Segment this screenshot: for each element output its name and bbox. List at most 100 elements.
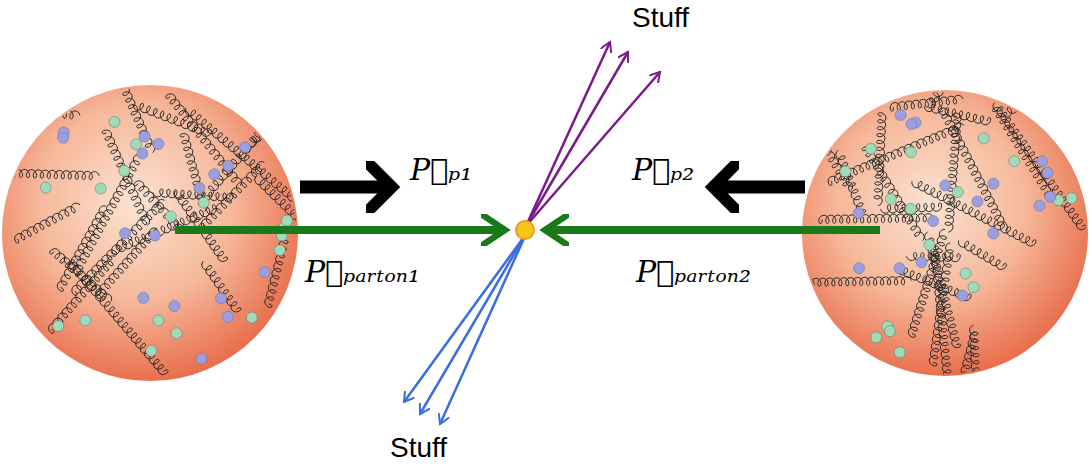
quark-dot bbox=[120, 228, 131, 239]
momentum-label: P⃗ₚ₂ bbox=[632, 150, 694, 190]
proton-interior bbox=[0, 40, 364, 374]
quark-dot bbox=[259, 267, 270, 278]
quark-dot bbox=[222, 311, 233, 322]
quark-dot bbox=[53, 320, 64, 331]
gluon-line bbox=[786, 85, 853, 191]
quark-dot bbox=[40, 182, 51, 193]
outgoing-particle bbox=[440, 234, 526, 424]
gluon-line bbox=[828, 123, 964, 185]
quark-dot bbox=[240, 142, 251, 153]
gluon-line bbox=[874, 113, 886, 206]
collision-point bbox=[516, 221, 534, 239]
quark-dot bbox=[952, 187, 963, 198]
quark-dot bbox=[960, 268, 971, 279]
outgoing-label: Stuff bbox=[390, 432, 447, 464]
parton-momentum-arrow bbox=[175, 226, 505, 234]
gluon-line bbox=[836, 150, 866, 213]
gluon-line bbox=[993, 103, 1086, 230]
quark-dot bbox=[80, 315, 91, 326]
quark-dot bbox=[165, 211, 176, 222]
quark-dot bbox=[196, 353, 207, 364]
gluon-line bbox=[64, 256, 167, 374]
quark-dot bbox=[95, 183, 106, 194]
quark-dot bbox=[109, 116, 120, 127]
gluon-line bbox=[0, 168, 99, 180]
quark-dot bbox=[1045, 191, 1056, 202]
quark-dot bbox=[865, 143, 876, 154]
quark-dot bbox=[988, 228, 999, 239]
gluon-line bbox=[958, 241, 1006, 270]
quark-dot bbox=[972, 196, 983, 207]
gluon-line bbox=[202, 261, 241, 312]
quark-dot bbox=[1042, 167, 1053, 178]
quark-dot bbox=[119, 165, 130, 176]
outgoing-particle bbox=[404, 234, 526, 402]
quark-dot bbox=[1009, 156, 1020, 167]
proton-momentum-arrow bbox=[713, 181, 805, 194]
gluon-line bbox=[993, 108, 1059, 207]
outgoing-particle bbox=[526, 72, 660, 226]
quark-dot bbox=[906, 119, 917, 130]
gluon-line bbox=[930, 240, 953, 394]
quark-dot bbox=[988, 178, 999, 189]
quark-dot bbox=[924, 239, 935, 250]
momentum-label: P⃗ₚₐᵣₜₒₙ₂ bbox=[636, 252, 751, 292]
proton-momentum-arrow bbox=[300, 181, 392, 194]
gluon-line bbox=[890, 95, 963, 111]
gluon-line bbox=[100, 40, 155, 153]
quark-dot bbox=[1034, 200, 1045, 211]
gluon-line bbox=[928, 0, 1021, 108]
quark-dot bbox=[223, 160, 234, 171]
gluon-line bbox=[924, 104, 991, 125]
quark-dot bbox=[138, 292, 149, 303]
quark-dot bbox=[169, 301, 180, 312]
quark-dot bbox=[895, 110, 906, 121]
quark-dot bbox=[153, 315, 164, 326]
momentum-label: P⃗ₚₐᵣₜₒₙ₁ bbox=[305, 252, 420, 292]
quark-dot bbox=[885, 326, 896, 337]
quark-dot bbox=[216, 293, 227, 304]
gluon-line bbox=[9, 105, 80, 119]
quark-dot bbox=[282, 215, 293, 226]
quark-dot bbox=[894, 347, 905, 358]
quark-dot bbox=[916, 257, 927, 268]
gluon-line bbox=[57, 206, 105, 291]
quark-dot bbox=[840, 166, 851, 177]
gluon-line bbox=[186, 108, 298, 201]
quark-dot bbox=[957, 290, 968, 301]
outgoing-label: Stuff bbox=[632, 2, 689, 34]
quark-dot bbox=[1066, 193, 1077, 204]
gluon-line bbox=[96, 228, 157, 299]
gluon-line bbox=[804, 277, 912, 287]
quark-dot bbox=[149, 230, 160, 241]
quark-dot bbox=[978, 133, 989, 144]
quark-dot bbox=[885, 194, 896, 205]
gluon-line bbox=[15, 203, 80, 243]
quark-dot bbox=[894, 263, 905, 274]
quark-dot bbox=[58, 132, 69, 143]
outgoing-particle bbox=[526, 52, 628, 226]
gluon-line bbox=[249, 42, 364, 146]
gluon-line bbox=[102, 130, 149, 225]
outgoing-particle bbox=[420, 234, 526, 414]
quark-dot bbox=[194, 182, 205, 193]
proton-interior bbox=[786, 0, 1090, 428]
gluon-line bbox=[166, 94, 242, 186]
quark-dot bbox=[146, 345, 157, 356]
gluon-line bbox=[907, 252, 961, 261]
quark-dot bbox=[246, 312, 257, 323]
quark-dot bbox=[940, 180, 951, 191]
quark-dot bbox=[209, 169, 220, 180]
quark-dot bbox=[1037, 156, 1048, 167]
quark-dot bbox=[854, 263, 865, 274]
momentum-label: P⃗ₚ₁ bbox=[410, 150, 472, 190]
quark-dot bbox=[131, 139, 142, 150]
quark-dot bbox=[906, 147, 917, 158]
gluon-line bbox=[1003, 44, 1090, 117]
quark-dot bbox=[928, 216, 939, 227]
gluon-line bbox=[206, 100, 287, 196]
quark-dot bbox=[198, 197, 209, 208]
quark-dot bbox=[905, 203, 916, 214]
